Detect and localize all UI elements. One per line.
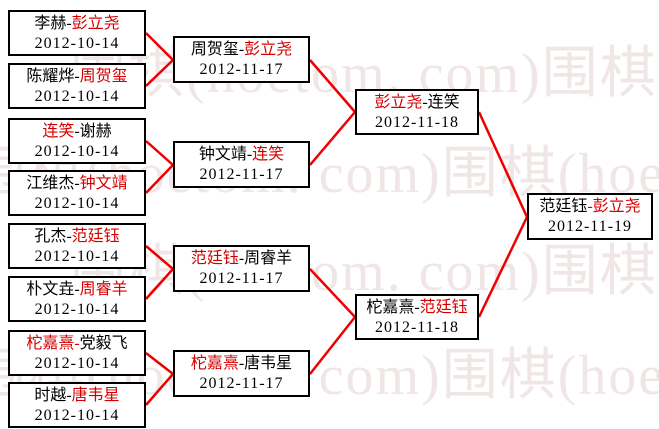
player-name: 周贺玺- <box>190 41 245 58</box>
match-box-r2-2: 钟文靖-连笑 2012-11-17 <box>173 141 310 188</box>
player-name: -连笑 <box>422 94 460 111</box>
player-name: 朴文垚- <box>26 281 80 298</box>
match-date: 2012-11-17 <box>199 61 284 78</box>
match-players: 朴文垚-周睿羊 <box>10 279 144 300</box>
match-date: 2012-11-18 <box>374 319 460 336</box>
match-date: 2012-11-17 <box>199 270 284 287</box>
player-name: 陈耀烨- <box>26 68 80 85</box>
match-box-r1-1: 李赫-彭立尧 2012-10-14 <box>8 10 146 56</box>
player-name: 周睿羊 <box>79 281 128 298</box>
match-date: 2012-10-14 <box>34 301 120 318</box>
match-date: 2012-10-14 <box>34 407 120 424</box>
player-name: 周贺玺 <box>79 68 128 85</box>
player-name: 彭立尧 <box>71 15 120 32</box>
match-date: 2012-10-14 <box>34 355 120 372</box>
match-players: 柁嘉熹-唐韦星 <box>175 353 308 374</box>
match-players: 李赫-彭立尧 <box>10 13 144 34</box>
match-players: 彭立尧-连笑 <box>357 92 477 113</box>
match-date: 2012-10-14 <box>34 35 120 52</box>
match-players: 钟文靖-连笑 <box>175 144 308 165</box>
player-name: -周睿羊 <box>238 250 293 267</box>
match-date: 2012-11-18 <box>374 114 460 131</box>
player-name: 江维杰- <box>26 175 80 192</box>
match-box-r3-2: 柁嘉熹-范廷钰 2012-11-18 <box>355 294 479 340</box>
player-name: -彭立尧 <box>587 198 641 215</box>
match-players: 陈耀烨-周贺玺 <box>10 66 144 87</box>
match-box-final: 范廷钰-彭立尧 2012-11-19 <box>527 193 653 240</box>
player-name: 党毅飞 <box>79 335 128 352</box>
match-players: 范廷钰-彭立尧 <box>529 196 651 217</box>
match-box-r1-6: 朴文垚-周睿羊 2012-10-14 <box>8 276 146 322</box>
match-players: 孔杰-范廷钰 <box>10 226 144 247</box>
match-players: 连笑-谢赫 <box>10 121 144 142</box>
match-box-r2-4: 柁嘉熹-唐韦星 2012-11-17 <box>173 350 310 397</box>
match-players: 周贺玺-彭立尧 <box>175 39 308 60</box>
match-players: 柁嘉熹-党毅飞 <box>10 333 144 354</box>
player-name: 孔杰- <box>34 228 72 245</box>
match-players: 江维杰-钟文靖 <box>10 173 144 194</box>
match-players: 时越-唐韦星 <box>10 385 144 406</box>
player-name: 柁嘉熹 <box>190 355 239 372</box>
match-box-r1-2: 陈耀烨-周贺玺 2012-10-14 <box>8 63 146 109</box>
match-date: 2012-11-17 <box>199 375 284 392</box>
player-name: 唐韦星 <box>71 387 120 404</box>
match-box-r2-3: 范廷钰-周睿羊 2012-11-17 <box>173 245 310 292</box>
match-box-r1-7: 柁嘉熹-党毅飞 2012-10-14 <box>8 330 146 376</box>
match-date: 2012-11-17 <box>199 166 284 183</box>
player-name: 彭立尧 <box>244 41 293 58</box>
match-date: 2012-10-14 <box>34 248 120 265</box>
match-box-r3-1: 彭立尧-连笑 2012-11-18 <box>355 89 479 135</box>
player-name: 范廷钰 <box>419 299 468 316</box>
player-name: 彭立尧 <box>374 94 423 111</box>
player-name: 范廷钰 <box>539 198 588 215</box>
player-name: 范廷钰 <box>190 250 239 267</box>
match-box-r1-8: 时越-唐韦星 2012-10-14 <box>8 382 146 428</box>
match-date: 2012-10-14 <box>34 88 120 105</box>
match-box-r1-5: 孔杰-范廷钰 2012-10-14 <box>8 223 146 269</box>
player-name: 时越- <box>34 387 72 404</box>
player-name: 连笑 <box>42 123 75 140</box>
match-box-r1-3: 连笑-谢赫 2012-10-14 <box>8 118 146 164</box>
player-name: 柁嘉熹- <box>366 299 420 316</box>
match-players: 范廷钰-周睿羊 <box>175 248 308 269</box>
match-date: 2012-10-14 <box>34 143 120 160</box>
player-name: 钟文靖 <box>79 175 128 192</box>
match-box-r1-4: 江维杰-钟文靖 2012-10-14 <box>8 170 146 216</box>
player-name: -唐韦星 <box>238 355 293 372</box>
match-box-r2-1: 周贺玺-彭立尧 2012-11-17 <box>173 36 310 83</box>
match-date: 2012-11-19 <box>547 218 633 235</box>
player-name: 范廷钰 <box>71 228 120 245</box>
player-name: 连笑 <box>252 146 285 163</box>
match-players: 柁嘉熹-范廷钰 <box>357 297 477 318</box>
player-name: -谢赫 <box>74 123 112 140</box>
match-date: 2012-10-14 <box>34 195 120 212</box>
player-name: 柁嘉熹- <box>26 335 80 352</box>
player-name: 钟文靖- <box>198 146 253 163</box>
player-name: 李赫- <box>34 15 72 32</box>
